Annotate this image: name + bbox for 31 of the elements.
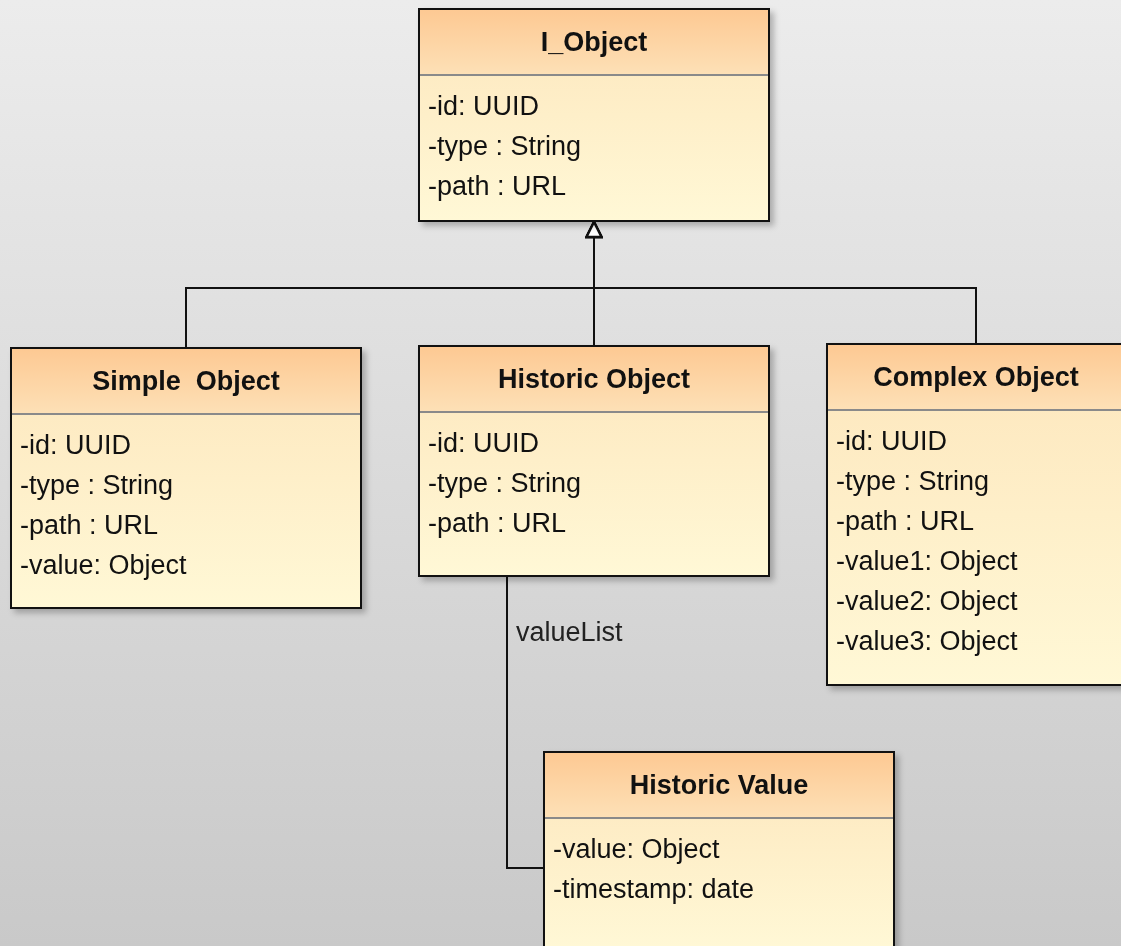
class-box <box>826 343 1121 686</box>
class-name: Simple Object <box>92 365 280 397</box>
class-attribute: -type : String <box>428 467 582 500</box>
class-attribute: -type : String <box>428 130 582 163</box>
class-name: Historic Object <box>497 363 690 395</box>
class-name: Historic Value <box>629 769 809 801</box>
class-attribute: -id: UUID <box>836 425 947 458</box>
class-box <box>543 751 895 946</box>
class-attribute: -value1: Object <box>836 545 1018 578</box>
class-box <box>418 8 770 222</box>
class-attribute: -timestamp: date <box>553 873 755 906</box>
class-attribute: -path : URL <box>20 509 159 542</box>
class-attribute: -id: UUID <box>428 90 539 123</box>
class-attribute: -value2: Object <box>836 585 1018 618</box>
class-attribute: -path : URL <box>428 170 567 203</box>
class-attribute: -id: UUID <box>20 429 131 462</box>
class-name: Complex Object <box>873 361 1079 393</box>
class-attribute: -path : URL <box>428 507 567 540</box>
edge-label: valueList <box>516 617 623 648</box>
class-attribute: -value: Object <box>553 833 720 866</box>
class-attribute: -id: UUID <box>428 427 539 460</box>
class-name: I_Object <box>540 26 648 58</box>
class-attribute: -type : String <box>836 465 990 498</box>
class-box <box>418 345 770 577</box>
generalization-arrow <box>585 220 977 344</box>
class-attribute: -value3: Object <box>836 625 1018 658</box>
association-line <box>506 576 544 869</box>
class-attribute: -path : URL <box>836 505 975 538</box>
class-attribute: -value: Object <box>20 549 187 582</box>
class-box <box>10 347 362 609</box>
class-attribute: -type : String <box>20 469 174 502</box>
